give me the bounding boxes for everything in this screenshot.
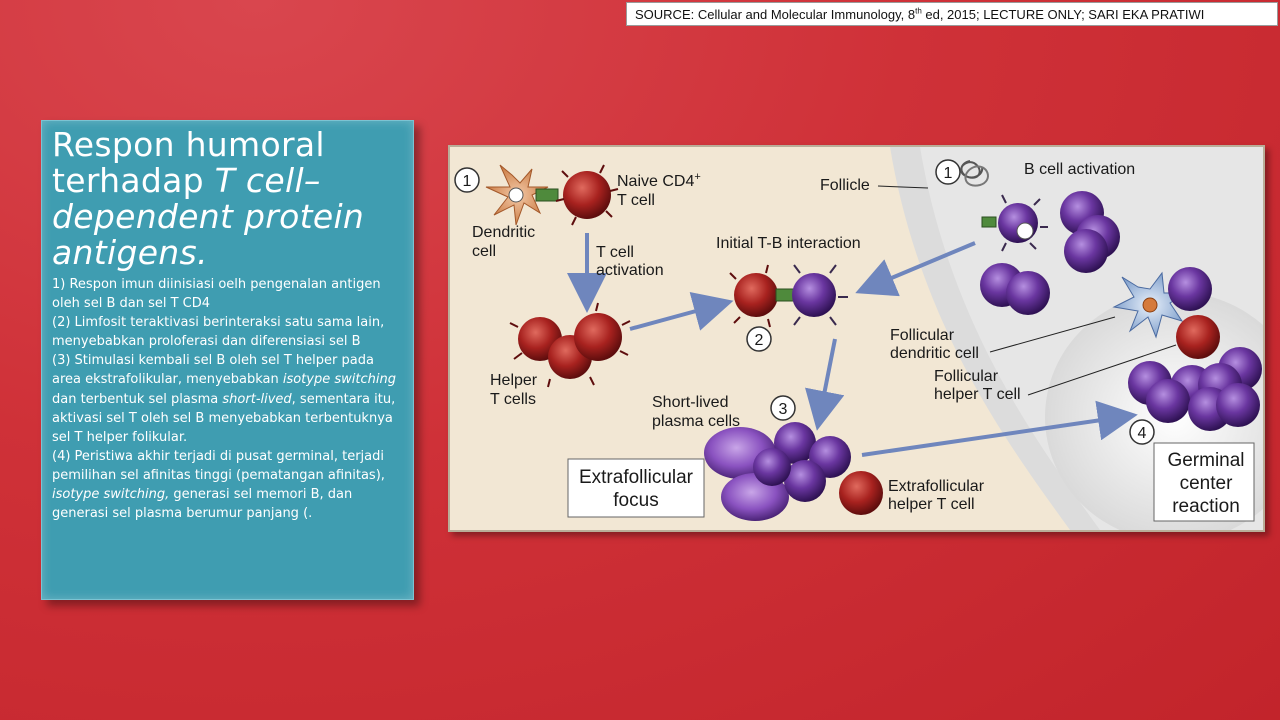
slide-title: Respon humoral terhadap T cell– dependen… <box>52 125 365 272</box>
follicular-helper-t-cell-icon <box>1176 315 1220 359</box>
step-1-marker: 1 <box>454 167 480 193</box>
step-4-marker: 4 <box>1129 419 1155 445</box>
germinal-center-b-cells-icon <box>1128 347 1262 431</box>
to-germinal-center-arrow <box>861 400 1138 457</box>
germinal-center-label-3: reaction <box>1172 496 1240 517</box>
svg-text:2: 2 <box>755 332 764 349</box>
interaction-to-plasma-arrow <box>805 338 845 431</box>
text-panel: Respon humoral terhadap T cell– dependen… <box>41 120 414 600</box>
source-citation: SOURCE: Cellular and Molecular Immunolog… <box>626 2 1278 26</box>
bcell-to-interaction-arrow <box>855 241 976 297</box>
dendritic-label-2: cell <box>472 243 496 260</box>
extrafollicular-helper-t-cell-icon <box>839 471 883 515</box>
naive-t-cell-icon <box>555 164 619 226</box>
follicular-th-label-2: helper T cell <box>934 386 1021 403</box>
extrafollicular-focus-label-2: focus <box>613 490 658 511</box>
initial-tb-interaction-icon <box>729 264 848 328</box>
extrafollicular-helper-label-2: helper T cell <box>888 496 975 513</box>
initial-tb-label: Initial T-B interaction <box>716 235 861 252</box>
germinal-center-label-1: Germinal <box>1167 450 1244 471</box>
svg-text:1: 1 <box>944 165 953 182</box>
helper-label-2: T cells <box>490 391 536 408</box>
follicular-dendritic-cell-icon <box>1112 271 1188 339</box>
follicle-b-cells-icon <box>980 191 1120 315</box>
mhc-tcr-complex-icon <box>535 188 559 202</box>
antigen-icon <box>960 160 989 187</box>
gc-b-cell-top-icon <box>1168 267 1212 311</box>
dendritic-label-1: Dendritic <box>472 224 535 241</box>
short-lived-label-2: plasma cells <box>652 413 740 430</box>
point-1: 1) Respon imun diinisiasi oelh pengenala… <box>52 277 381 312</box>
step-3-marker: 3 <box>770 395 796 421</box>
short-lived-plasma-cells-icon <box>704 422 851 521</box>
naive-cd4-label: Naive CD4+ <box>617 171 701 190</box>
b-cell-activation-label: B cell activation <box>1024 161 1135 178</box>
svg-text:3: 3 <box>779 401 788 418</box>
extrafollicular-helper-label-1: Extrafollicular <box>888 478 985 495</box>
point-3: (3) Stimulasi kembali sel B oleh sel T h… <box>52 353 396 445</box>
svg-text:4: 4 <box>1138 425 1147 442</box>
extrafollicular-focus-label-1: Extrafollicular <box>579 467 694 488</box>
step-1b-marker: 1 <box>935 159 961 185</box>
short-lived-label-1: Short-lived <box>652 394 728 411</box>
activated-b-cell-icon <box>981 194 1048 252</box>
helper-t-cells-icon <box>509 302 631 388</box>
immunology-figure: 1 1 2 3 4 <box>448 145 1265 532</box>
step-2-marker: 2 <box>746 326 772 352</box>
follicular-dc-label-1: Follicular <box>890 327 955 344</box>
follicular-th-label-1: Follicular <box>934 368 999 385</box>
helper-label-1: Helper <box>490 372 538 389</box>
slide-body: 1) Respon imun diinisiasi oelh pengenala… <box>52 275 404 523</box>
point-4: (4) Peristiwa akhir terjadi di pusat ger… <box>52 448 385 522</box>
point-2: (2) Limfosit teraktivasi berinteraksi sa… <box>52 315 385 350</box>
germinal-center-reaction-box <box>1153 442 1255 522</box>
extrafollicular-focus-box <box>567 458 705 518</box>
t-cell-activation-label-2: activation <box>596 262 664 279</box>
t-cell-activation-label-1: T cell <box>596 244 634 261</box>
svg-text:1: 1 <box>463 173 472 190</box>
helper-to-interaction-arrow <box>629 292 734 331</box>
dendritic-cell-icon <box>485 164 549 226</box>
naive-t-cell-label: T cell <box>617 192 655 209</box>
follicle-label: Follicle <box>820 177 870 194</box>
follicular-dc-label-2: dendritic cell <box>890 345 979 362</box>
germinal-center-label-2: center <box>1180 473 1233 494</box>
